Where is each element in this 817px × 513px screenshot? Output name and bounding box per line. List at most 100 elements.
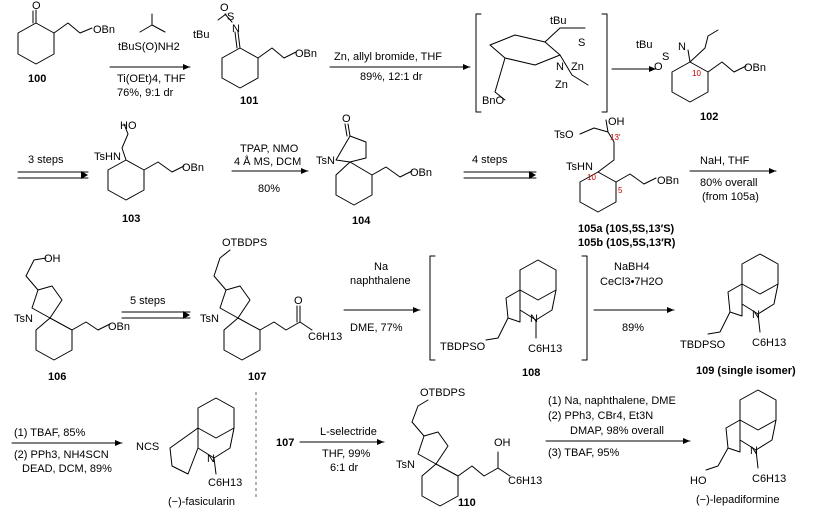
obn-label: OBn bbox=[93, 24, 115, 36]
arrow-5steps: 5 steps bbox=[121, 295, 191, 319]
arrow-4steps: 4 steps bbox=[463, 154, 537, 179]
oh-106: OH bbox=[44, 253, 61, 265]
s10-cond-a: (1) TBAF, 85% bbox=[14, 427, 86, 439]
s4-cond-b: 4 Å MS, DCM bbox=[234, 155, 301, 168]
oh-110: OH bbox=[494, 437, 511, 449]
tbdpso-108: TBDPSO bbox=[440, 341, 486, 353]
nh-102: N bbox=[678, 41, 686, 53]
label-105b: 105b (10S,5S,13′R) bbox=[578, 237, 676, 249]
obn-106: OBn bbox=[108, 321, 130, 333]
s11-cond-c: 6:1 dr bbox=[330, 462, 358, 474]
mark-10-b: 10 bbox=[587, 173, 596, 182]
compound-109: TBDPSO N C6H13 109 (single isomer) bbox=[680, 253, 796, 377]
s1-cond-a: Ti(OEt)4, THF bbox=[117, 73, 186, 85]
s8-cond-a: Na bbox=[374, 261, 389, 273]
imine-n: N bbox=[232, 23, 240, 35]
arrow-step11: 107 L-selectride THF, 99% 6:1 dr bbox=[276, 426, 385, 474]
label-110: 110 bbox=[458, 497, 476, 509]
s10-cond-c: DEAD, DCM, 89% bbox=[22, 463, 112, 475]
s12-cond-a: (1) Na, naphthalene, DME bbox=[548, 395, 676, 407]
compound-108: TBDPSO N C6H13 108 bbox=[429, 255, 588, 379]
arrow-step2: Zn, allyl bromide, THF 89%, 12:1 dr bbox=[329, 51, 471, 83]
s6-cond-c: (from 105a) bbox=[702, 191, 759, 203]
ts-s: S bbox=[578, 37, 585, 49]
c6h13-108: C6H13 bbox=[528, 343, 562, 355]
tbdpso-109: TBDPSO bbox=[680, 339, 726, 351]
mark-10-a: 10 bbox=[692, 69, 701, 78]
s3-label: 3 steps bbox=[28, 154, 64, 166]
s8-cond-c: DME, 77% bbox=[350, 322, 403, 334]
s4-cond-a: TPAP, NMO bbox=[240, 143, 299, 155]
s6-cond-b: 80% overall bbox=[700, 177, 757, 189]
compound-106: OH TsN OBn 106 bbox=[14, 253, 130, 383]
s-102: S bbox=[662, 51, 669, 63]
n-fas: N bbox=[207, 453, 215, 465]
label-lepadiformine: (−)-lepadiformine bbox=[696, 494, 779, 506]
otbdps-107: OTBDPS bbox=[222, 237, 267, 249]
s12-cond-b: (2) PPh3, CBr4, Et3N bbox=[548, 410, 653, 422]
tshn-105: TsHN bbox=[566, 161, 593, 173]
compound-110: OTBDPS TsN OH C6H13 110 bbox=[396, 387, 542, 509]
compound-105: OH TsO TsHN OBn 13′ 10 5 105a (10S,5S,13… bbox=[554, 116, 679, 249]
transition-state: tBu S N Zn Zn BnO bbox=[475, 13, 608, 113]
compound-103: HO TsHN OBn 103 bbox=[94, 120, 204, 225]
s1-cond-b: 76%, 9:1 dr bbox=[117, 87, 174, 99]
obn-104: OBn bbox=[410, 167, 432, 179]
ts-bno: BnO bbox=[482, 95, 504, 107]
arrow-step6: NaH, THF 80% overall (from 105a) bbox=[689, 155, 777, 203]
label-107: 107 bbox=[248, 371, 266, 383]
arrow-3steps: 3 steps bbox=[17, 154, 89, 179]
tsn-110: TsN bbox=[396, 459, 415, 471]
arrow-step1: tBuS(O)NH2 Ti(OEt)4, THF 76%, 9:1 dr bbox=[109, 13, 191, 99]
oh-105: OH bbox=[608, 116, 625, 128]
arrow-step9: NaBH4 CeCl3•7H2O 89% bbox=[593, 261, 675, 334]
tso-105: TsO bbox=[554, 129, 574, 141]
tsn-104: TsN bbox=[316, 155, 335, 167]
s5-label: 4 steps bbox=[472, 154, 508, 166]
s2-cond-b: 89%, 12:1 dr bbox=[360, 71, 423, 83]
label-103: 103 bbox=[122, 213, 140, 225]
sulfur-s: S bbox=[227, 11, 234, 23]
mark-13: 13′ bbox=[610, 133, 621, 142]
arrow-step3 bbox=[611, 66, 657, 72]
obn-105: OBn bbox=[657, 175, 679, 187]
n-109: N bbox=[752, 309, 760, 321]
label-105a: 105a (10S,5S,13′S) bbox=[578, 223, 675, 235]
label-100: 100 bbox=[28, 73, 46, 85]
ncs-label: NCS bbox=[136, 441, 159, 453]
mark-5: 5 bbox=[618, 186, 623, 195]
s7-label: 5 steps bbox=[130, 295, 166, 307]
n-108: N bbox=[530, 313, 538, 325]
sulfinyl-o: O bbox=[220, 2, 229, 14]
c6h13-fas: C6H13 bbox=[208, 477, 242, 489]
tshn-103: TsHN bbox=[94, 151, 121, 163]
s4-cond-c: 80% bbox=[258, 183, 280, 195]
ho-103: HO bbox=[120, 120, 137, 132]
s8-cond-b: naphthalene bbox=[350, 275, 411, 287]
obn-label-101: OBn bbox=[295, 48, 317, 60]
s12-cond-c: DMAP, 98% overall bbox=[570, 425, 664, 437]
arrow-step10: (1) TBAF, 85% (2) PPh3, NH4SCN DEAD, DCM… bbox=[11, 427, 123, 475]
compound-lepadiformine: HO N C6H13 (−)-lepadiformine bbox=[690, 389, 786, 506]
compound-104: O TsN OBn 104 bbox=[316, 113, 432, 227]
s11-cond-b: THF, 99% bbox=[322, 448, 371, 460]
o-107: O bbox=[294, 295, 303, 307]
compound-102: tBu S O N OBn 10 102 bbox=[636, 29, 766, 123]
ketone-o: O bbox=[32, 0, 41, 12]
obn-103: OBn bbox=[182, 162, 204, 174]
label-101: 101 bbox=[240, 95, 258, 107]
tsn-107: TsN bbox=[200, 313, 219, 325]
s9-cond-a: NaBH4 bbox=[614, 261, 649, 273]
s10-cond-b: (2) PPh3, NH4SCN bbox=[14, 449, 109, 461]
c6h13-lep: C6H13 bbox=[752, 473, 786, 485]
s9-cond-b: CeCl3•7H2O bbox=[600, 276, 664, 288]
compound-107: OTBDPS TsN O C6H13 107 bbox=[200, 237, 342, 383]
arrow-step4: TPAP, NMO 4 Å MS, DCM 80% bbox=[231, 143, 309, 195]
tsn-106: TsN bbox=[14, 313, 33, 325]
label-102: 102 bbox=[700, 111, 718, 123]
s1-reagent: tBuS(O)NH2 bbox=[118, 41, 180, 53]
ts-zn1: Zn bbox=[571, 61, 584, 73]
label-fasicularin: (−)-fasicularin bbox=[168, 496, 235, 508]
label-109: 109 (single isomer) bbox=[696, 365, 796, 377]
